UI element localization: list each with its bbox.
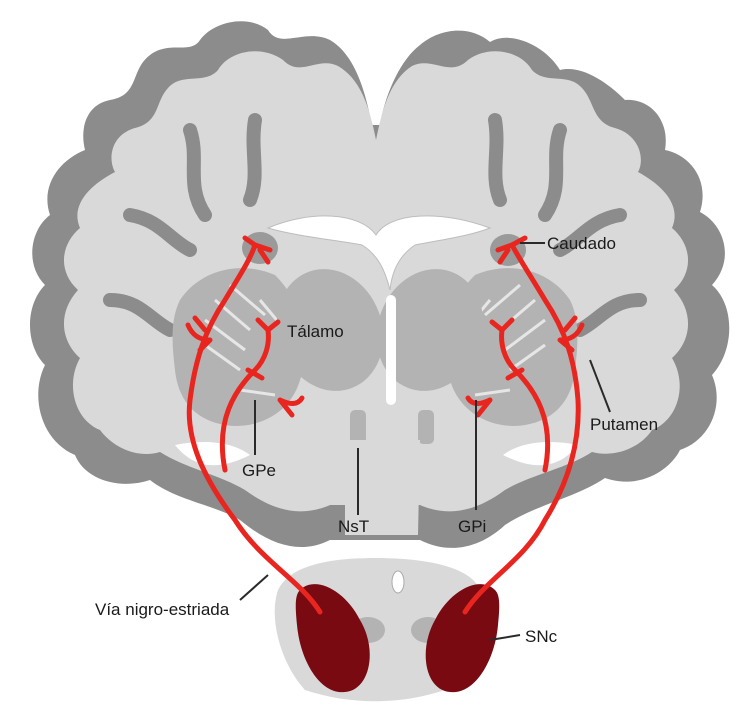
third-ventricle <box>386 295 396 405</box>
right-subthalamic-nucleus <box>418 410 434 444</box>
label-snc: SNc <box>525 627 558 646</box>
label-nst: NsT <box>338 517 369 536</box>
cerebral-aqueduct <box>392 571 404 593</box>
label-gpi: GPi <box>458 517 486 536</box>
label-via-nigro-estriada: Vía nigro-estriada <box>95 600 230 619</box>
left-subthalamic-nucleus <box>350 410 366 444</box>
label-putamen: Putamen <box>590 415 658 434</box>
label-gpe: GPe <box>242 461 276 480</box>
label-talamo: Tálamo <box>287 322 344 341</box>
label-caudado: Caudado <box>547 234 616 253</box>
